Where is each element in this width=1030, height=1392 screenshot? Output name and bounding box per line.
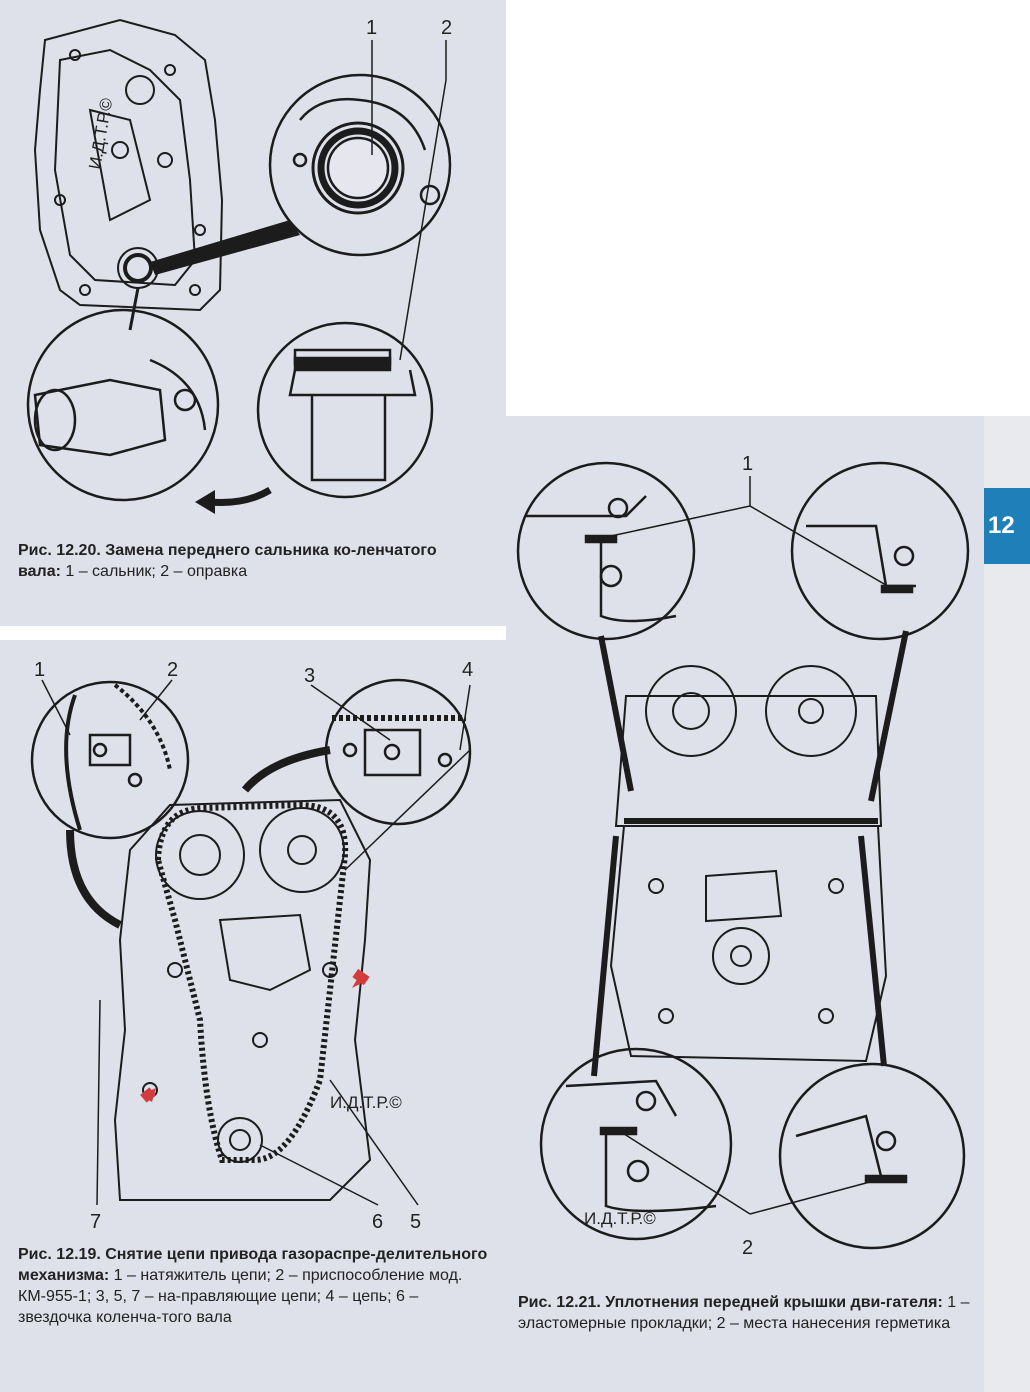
detail-circle-guide bbox=[324, 678, 472, 826]
page-white-area bbox=[506, 0, 1030, 416]
crank-seal-small bbox=[117, 247, 159, 289]
callout-12-19-1: 1 bbox=[34, 659, 45, 681]
chapter-tab: 12 bbox=[984, 488, 1030, 564]
callout-12-19-7: 7 bbox=[90, 1211, 101, 1233]
stamp-12-21: И.Д.Т.Р.© bbox=[584, 1209, 656, 1228]
callout-lines-12-21 bbox=[610, 476, 892, 1215]
callout-12-19-4: 4 bbox=[462, 659, 473, 681]
detail-circle-top-right bbox=[790, 461, 970, 641]
callout-12-19-6: 6 bbox=[372, 1211, 383, 1233]
detail-circle-mandrel bbox=[256, 321, 434, 499]
callout-12-21-1: 1 bbox=[742, 453, 753, 475]
detail-circle-bottom-left bbox=[539, 1047, 733, 1241]
connector-lines bbox=[591, 630, 909, 1077]
caption-12-19-title: Рис. 12.19. Снятие цепи привода газорасп… bbox=[18, 1246, 488, 1284]
engine-cover-outline bbox=[33, 18, 224, 312]
stamp-12-19: И.Д.Т.Р.© bbox=[330, 1093, 402, 1112]
timing-chain bbox=[154, 801, 349, 1163]
fig-12-21-panel bbox=[506, 416, 984, 1392]
arrow-curved bbox=[209, 486, 272, 506]
arrow-curve-top bbox=[241, 746, 331, 793]
fig-12-21-drawing: 1 2 И.Д.Т.Р.© bbox=[516, 453, 970, 1259]
callout-1: 1 bbox=[366, 17, 377, 39]
caption-12-19-text: 1 – натяжитель цепи; 2 – приспособление … bbox=[18, 1267, 463, 1326]
detail-circle-seal bbox=[268, 73, 452, 257]
caption-12-20-title: Рис. 12.20. Замена переднего сальника ко… bbox=[18, 542, 437, 580]
leader-beam bbox=[150, 220, 300, 275]
fig-12-20-drawing: И.Д.Т.Р.© 1 2 bbox=[26, 17, 452, 514]
callout-12-19-2: 2 bbox=[167, 659, 178, 681]
fig-12-19-drawing: И.Д.Т.Р.© 1 2 3 4 5 6 7 bbox=[30, 659, 473, 1233]
stamp-12-20: И.Д.Т.Р.© bbox=[85, 96, 116, 170]
caption-12-20: Рис. 12.20. Замена переднего сальника ко… bbox=[18, 540, 478, 582]
detail-circle-bottom-right bbox=[778, 1062, 966, 1250]
detail-circle-tensioner bbox=[30, 680, 190, 840]
caption-12-19: Рис. 12.19. Снятие цепи привода газорасп… bbox=[18, 1244, 488, 1328]
callout-12-19-5: 5 bbox=[410, 1211, 421, 1233]
callout-2: 2 bbox=[441, 17, 452, 39]
callout-12-19-3: 3 bbox=[304, 665, 315, 687]
detail-circle-top-left bbox=[516, 461, 696, 641]
fig-12-19-panel bbox=[0, 640, 506, 1392]
caption-12-20-text: 1 – сальник; 2 – оправка bbox=[60, 563, 248, 580]
callout-12-21-2: 2 bbox=[742, 1237, 753, 1259]
callout-lines-12-19 bbox=[41, 679, 471, 1206]
caption-12-21-title: Рис. 12.21. Уплотнения передней крышки д… bbox=[518, 1294, 943, 1311]
caption-12-21: Рис. 12.21. Уплотнения передней крышки д… bbox=[518, 1292, 976, 1334]
caption-12-21-text: 1 – эластомерные прокладки; 2 – места на… bbox=[518, 1294, 970, 1332]
cover-block-outline bbox=[609, 665, 888, 1063]
arrow-curve-left bbox=[66, 829, 122, 929]
callout-line-2 bbox=[399, 79, 447, 361]
fig-12-20-panel bbox=[0, 0, 506, 640]
divider-strip bbox=[0, 626, 506, 640]
detail-circle-crank bbox=[26, 308, 220, 502]
